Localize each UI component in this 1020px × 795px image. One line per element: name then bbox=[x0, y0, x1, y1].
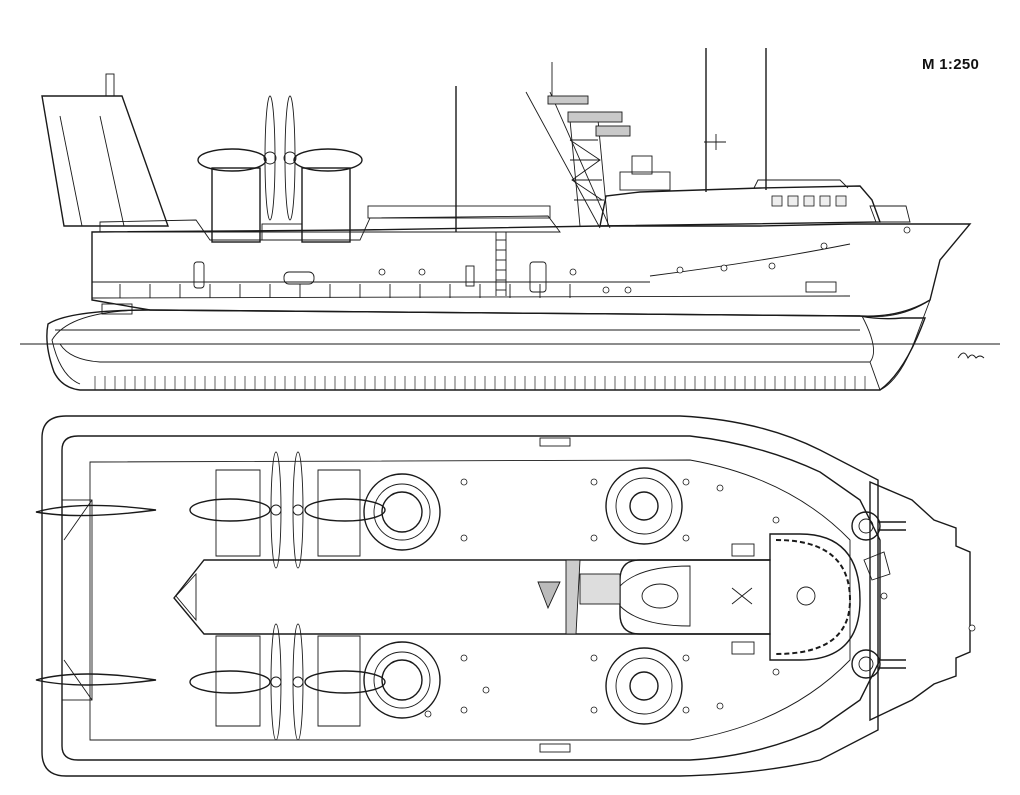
engine-nacelle-fwd bbox=[293, 148, 363, 243]
plan-cabin bbox=[619, 565, 691, 627]
aft-fin bbox=[41, 95, 169, 227]
propeller-side-1 bbox=[263, 95, 277, 221]
side-hull bbox=[91, 223, 972, 317]
skirt-fingers bbox=[94, 376, 866, 390]
aft-fin-plan bbox=[35, 673, 157, 686]
ladder bbox=[495, 232, 507, 296]
lift-fan bbox=[605, 467, 683, 545]
side-view bbox=[20, 48, 1000, 391]
plan-bow bbox=[869, 480, 971, 722]
portholes bbox=[378, 226, 911, 294]
aft-fin-plan bbox=[35, 504, 157, 517]
lift-fan bbox=[363, 473, 441, 551]
artist-signature bbox=[957, 352, 985, 359]
vehicle-deck bbox=[173, 559, 771, 635]
top-view bbox=[35, 415, 976, 777]
bridge-windows bbox=[771, 195, 847, 207]
scale-label: M 1:250 bbox=[922, 56, 980, 73]
side-skirt bbox=[46, 309, 927, 391]
engine-nacelle-aft bbox=[197, 148, 267, 243]
propulsion-unit-port bbox=[189, 451, 386, 569]
side-door bbox=[193, 261, 205, 289]
plan-deck bbox=[61, 435, 881, 761]
plan-skirt bbox=[41, 415, 879, 777]
lift-fan bbox=[363, 641, 441, 719]
deck-fittings bbox=[424, 478, 976, 718]
propeller-side-2 bbox=[283, 95, 297, 221]
gun-turret-starboard bbox=[851, 649, 906, 679]
bridge-superstructure bbox=[599, 185, 881, 227]
side-door bbox=[529, 261, 547, 293]
lattice-mast bbox=[525, 62, 631, 229]
propulsion-unit-starboard bbox=[189, 623, 386, 741]
deck-crane bbox=[537, 559, 621, 635]
plan-bridge bbox=[619, 533, 861, 661]
lift-fan bbox=[605, 647, 683, 725]
gun-turret-port bbox=[851, 511, 906, 541]
deck-railing bbox=[91, 284, 571, 298]
